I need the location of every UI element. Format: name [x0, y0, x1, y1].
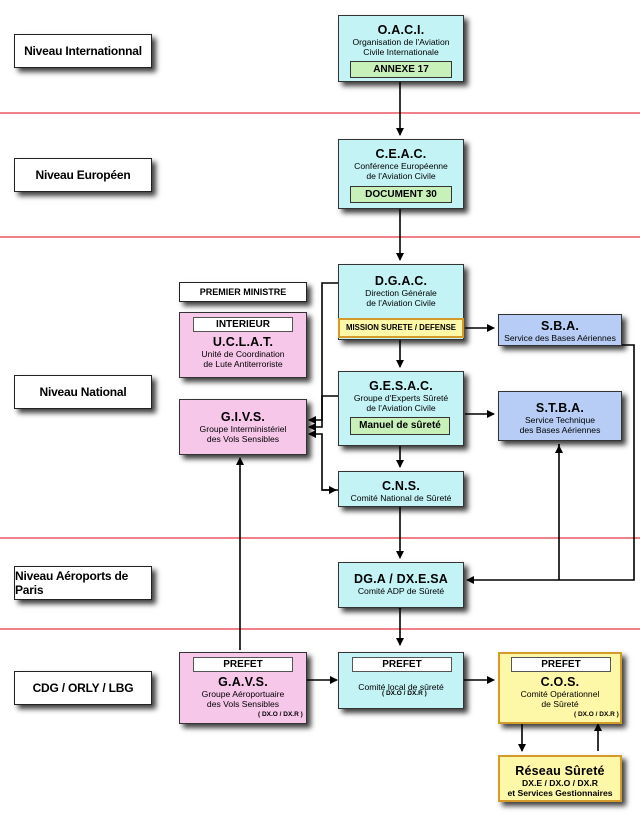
gesac-tag: Manuel de sûreté	[350, 417, 450, 435]
oaci-title: O.A.C.I.	[377, 23, 425, 37]
cos-title: C.O.S.	[540, 675, 580, 689]
dgac-title: D.G.A.C.	[374, 274, 428, 288]
level-separator	[0, 236, 640, 238]
stba-line1: Service Technique	[524, 415, 596, 425]
gesac-line1: Groupe d'Experts Sûreté	[353, 393, 449, 403]
sba-line1: Service des Bases Aériennes	[504, 333, 616, 343]
uclat-title: U.C.L.A.T.	[212, 335, 274, 349]
ceac-tag: DOCUMENT 30	[350, 186, 452, 203]
ceac-line1: Conférence Européenne	[354, 161, 448, 171]
reseau-line1: DX.E / DX.O / DX.R	[522, 778, 598, 788]
stba-title: S.T.B.A.	[535, 401, 585, 415]
level-separator	[0, 537, 640, 539]
stba-line2: des Bases Aériennes	[519, 425, 601, 435]
dgaxesa-box: DG.A / DX.E.SA Comité ADP de Sûreté	[338, 562, 464, 608]
gavs-tag: PREFET	[193, 657, 293, 672]
cos-line1: Comité Opérationnel	[520, 689, 600, 699]
cos-line2: de Sûreté	[541, 699, 579, 709]
cos-codes: ( DX.O / DX.R )	[574, 711, 619, 718]
dgaxesa-title: DG.A / DX.E.SA	[353, 572, 449, 586]
gavs-line1: Groupe Aéroportuaire	[201, 689, 285, 699]
level-national: Niveau National	[14, 375, 152, 409]
gesac-title: G.E.S.A.C.	[369, 379, 433, 393]
dgac-line2: de l'Aviation Civile	[366, 298, 436, 308]
gesac-line2: de l'Aviation Civile	[366, 403, 436, 413]
givs-box: G.I.V.S. Groupe Interministériel des Vol…	[179, 399, 307, 455]
cos-tag: PREFET	[511, 657, 611, 672]
cns-title: C.N.S.	[381, 479, 420, 493]
sba-title: S.B.A.	[540, 319, 579, 333]
reseau-line2: et Services Gestionnaires	[507, 788, 613, 798]
cns-line1: Comité National de Sûreté	[350, 493, 452, 503]
uclat-tag: INTERIEUR	[193, 317, 293, 332]
gavs-title: G.A.V.S.	[218, 675, 268, 689]
level-aeroports: Niveau Aéroports de Paris	[14, 566, 152, 600]
givs-line1: Groupe Interministériel	[199, 424, 287, 434]
sba-box: S.B.A. Service des Bases Aériennes	[498, 314, 622, 346]
cls-codes: ( DX.O / DX.R )	[382, 690, 427, 697]
level-separator	[0, 628, 640, 630]
premier-ministre-box: PREMIER MINISTRE	[179, 282, 307, 302]
cns-box: C.N.S. Comité National de Sûreté	[338, 471, 464, 507]
gavs-line2: des Vols Sensibles	[206, 699, 280, 709]
reseau-box: Réseau Sûreté DX.E / DX.O / DX.R et Serv…	[498, 755, 622, 802]
gavs-codes: ( DX.O / DX.R )	[258, 711, 303, 718]
level-international: Niveau Internationnal	[14, 34, 152, 68]
ceac-title: C.E.A.C.	[375, 147, 427, 161]
dgac-line1: Direction Générale	[365, 288, 437, 298]
ceac-line2: de l'Aviation Civile	[366, 171, 436, 181]
dgac-mission-tag: MISSION SURETE / DEFENSE	[338, 318, 464, 338]
level-local: CDG / ORLY / LBG	[14, 671, 152, 705]
givs-line2: des Vols Sensibles	[206, 434, 280, 444]
uclat-line1: Unité de Coordination	[201, 349, 285, 359]
oaci-line1: Organisation de l'Aviation	[352, 37, 450, 47]
dgaxesa-line1: Comité ADP de Sûreté	[357, 586, 445, 596]
oaci-tag: ANNEXE 17	[350, 61, 452, 78]
cls-line1: Comité local de sûreté	[358, 682, 444, 692]
level-separator	[0, 112, 640, 114]
stba-box: S.T.B.A. Service Technique des Bases Aér…	[498, 391, 622, 441]
givs-title: G.I.V.S.	[220, 410, 266, 424]
oaci-line2: Civile Internationale	[363, 47, 439, 57]
reseau-title: Réseau Sûreté	[515, 764, 605, 778]
level-europeen: Niveau Européen	[14, 158, 152, 192]
uclat-line2: de Lute Antiterroriste	[203, 359, 283, 369]
cls-tag: PREFET	[352, 657, 452, 672]
